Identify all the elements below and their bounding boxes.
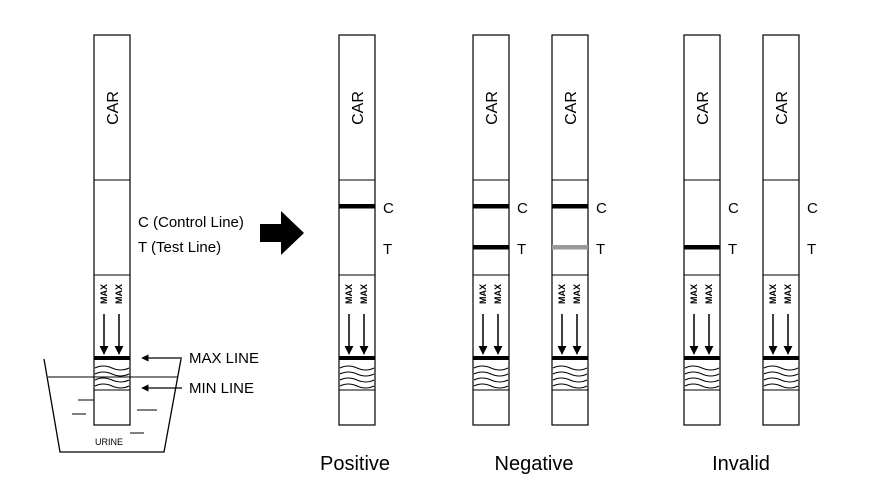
t-marker-label: T bbox=[728, 241, 737, 258]
max-mark: MAX bbox=[557, 284, 567, 304]
t-marker-label: T bbox=[383, 241, 392, 258]
absorbent-wave bbox=[763, 377, 799, 383]
t-marker-label: T bbox=[517, 241, 526, 258]
control-line-label: C (Control Line) bbox=[138, 214, 244, 231]
strip-brand-label: CAR bbox=[350, 91, 367, 125]
strip-brand-label: CAR bbox=[484, 91, 501, 125]
max-mark: MAX bbox=[572, 284, 582, 304]
urine-level-marks bbox=[72, 399, 157, 434]
dip-illustration: CAR MAX MAX URINE MAX LINE bbox=[43, 34, 259, 453]
result-group-positive: CAR C T MAX MAX Positive bbox=[320, 34, 394, 475]
c-marker-label: C bbox=[728, 200, 739, 217]
result-caption: Positive bbox=[320, 453, 390, 475]
absorbent-wave bbox=[339, 371, 375, 377]
max-line-bar bbox=[339, 356, 375, 360]
max-mark: MAX bbox=[689, 284, 699, 304]
result-caption: Negative bbox=[495, 453, 574, 475]
t-marker-label: T bbox=[807, 241, 816, 258]
absorbent-wave bbox=[473, 365, 509, 371]
result-strips: CAR C T MAX MAX Positive CAR C T MAX MAX CAR C T MAX MA… bbox=[320, 34, 818, 475]
test-line-band bbox=[552, 245, 588, 250]
absorbent-wave bbox=[552, 383, 588, 389]
absorbent-wave bbox=[552, 365, 588, 371]
right-arrow-icon bbox=[260, 211, 304, 255]
strip-brand-label: CAR bbox=[695, 91, 712, 125]
absorbent-wave bbox=[684, 383, 720, 389]
max-line-bar bbox=[552, 356, 588, 360]
dip-strip: CAR MAX MAX bbox=[93, 34, 131, 426]
test-line-band bbox=[473, 245, 509, 250]
absorbent-wave bbox=[552, 371, 588, 377]
min-line-label: MIN LINE bbox=[189, 380, 254, 397]
urine-label: URINE bbox=[95, 437, 123, 447]
result-group-invalid: CAR C T MAX MAX CAR C T MAX MAX Invalid bbox=[683, 34, 818, 475]
absorbent-wave bbox=[339, 365, 375, 371]
absorbent-wave bbox=[552, 377, 588, 383]
max-line-bar bbox=[473, 356, 509, 360]
max-line-bar bbox=[684, 356, 720, 360]
max-mark: MAX bbox=[704, 284, 714, 304]
result-strip: CAR C T MAX MAX bbox=[762, 34, 818, 426]
max-line-bar bbox=[763, 356, 799, 360]
absorbent-wave bbox=[763, 383, 799, 389]
absorbent-wave bbox=[473, 377, 509, 383]
t-marker-label: T bbox=[596, 241, 605, 258]
test-line-label: T (Test Line) bbox=[138, 239, 221, 256]
absorbent-wave bbox=[339, 377, 375, 383]
max-line-bar bbox=[94, 356, 130, 360]
absorbent-wave bbox=[763, 365, 799, 371]
c-marker-label: C bbox=[807, 200, 818, 217]
max-mark: MAX bbox=[359, 284, 369, 304]
control-line-band bbox=[339, 204, 375, 209]
max-line-label: MAX LINE bbox=[189, 350, 259, 367]
c-marker-label: C bbox=[383, 200, 394, 217]
max-mark: MAX bbox=[768, 284, 778, 304]
result-strip: CAR C T MAX MAX bbox=[338, 34, 394, 426]
result-strip: CAR C T MAX MAX bbox=[551, 34, 607, 426]
max-mark: MAX bbox=[783, 284, 793, 304]
urine-cup bbox=[43, 358, 182, 453]
absorbent-wave bbox=[339, 383, 375, 389]
strip-brand-label: CAR bbox=[563, 91, 580, 125]
strip-brand-label: CAR bbox=[774, 91, 791, 125]
max-mark: MAX bbox=[114, 284, 124, 304]
control-line-band bbox=[473, 204, 509, 209]
control-line-band bbox=[552, 204, 588, 209]
result-strip: CAR C T MAX MAX bbox=[683, 34, 739, 426]
test-line-band bbox=[684, 245, 720, 250]
absorbent-wave bbox=[473, 383, 509, 389]
result-group-negative: CAR C T MAX MAX CAR C T MAX MAX Negative bbox=[472, 34, 607, 475]
c-marker-label: C bbox=[596, 200, 607, 217]
result-strip: CAR C T MAX MAX bbox=[472, 34, 528, 426]
strip-brand-label: CAR bbox=[105, 91, 122, 125]
c-marker-label: C bbox=[517, 200, 528, 217]
result-caption: Invalid bbox=[712, 453, 770, 475]
absorbent-wave bbox=[684, 371, 720, 377]
max-mark: MAX bbox=[493, 284, 503, 304]
max-mark: MAX bbox=[99, 284, 109, 304]
absorbent-wave bbox=[684, 365, 720, 371]
absorbent-wave bbox=[763, 371, 799, 377]
max-mark: MAX bbox=[344, 284, 354, 304]
absorbent-wave bbox=[473, 371, 509, 377]
absorbent-wave bbox=[684, 377, 720, 383]
max-mark: MAX bbox=[478, 284, 488, 304]
